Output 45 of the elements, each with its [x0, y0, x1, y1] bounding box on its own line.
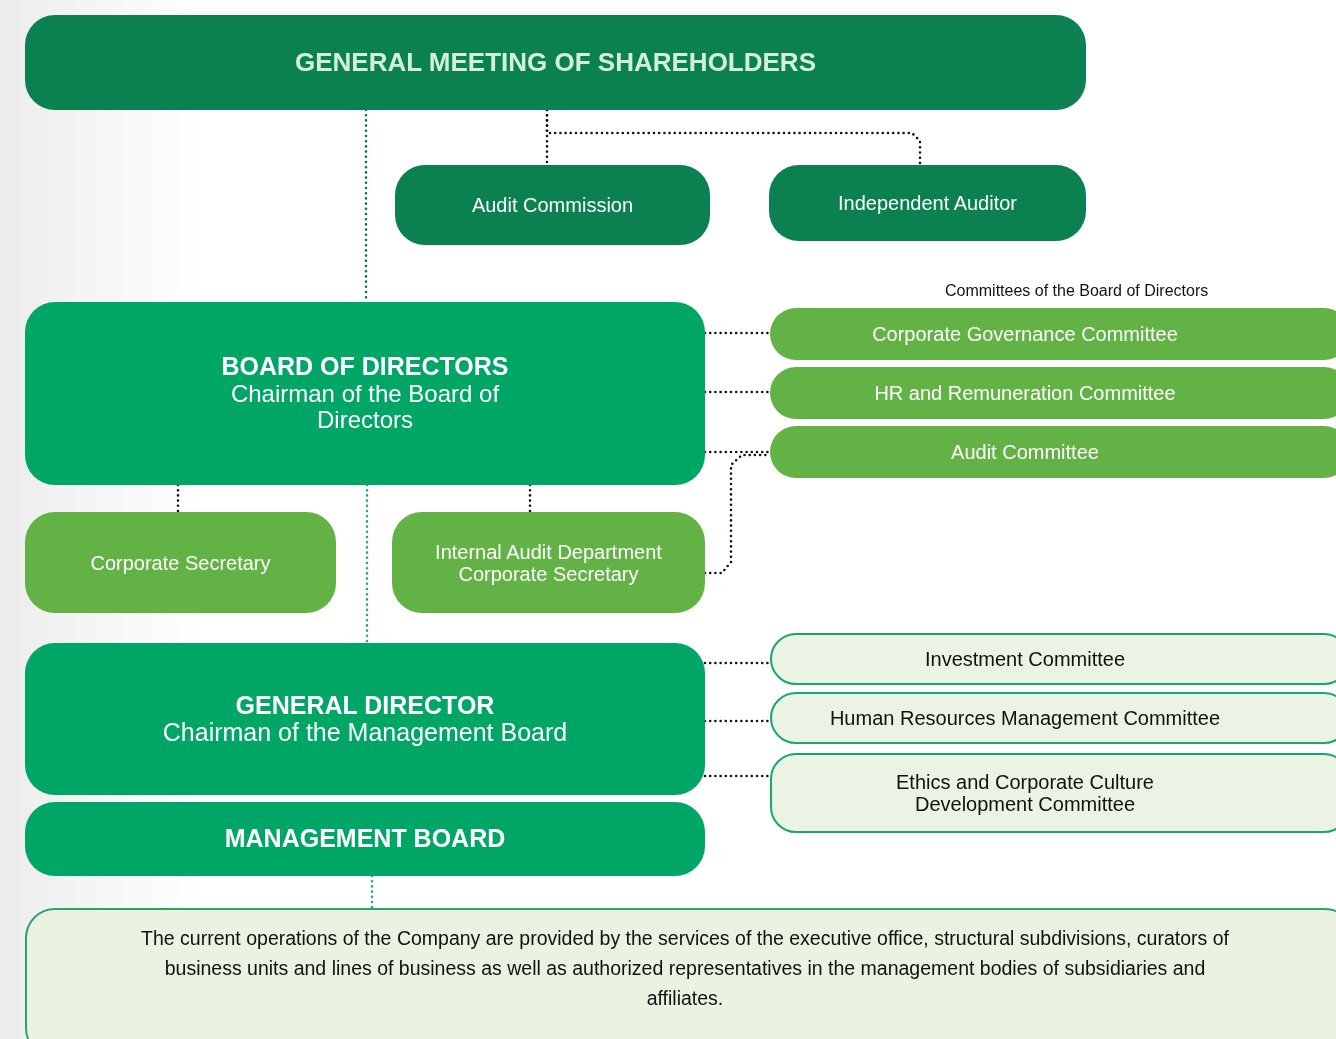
node-text: Human Resources Management Committee — [829, 707, 1221, 729]
node-text: Corporate Secretary — [90, 551, 271, 574]
node-text: BOARD OF DIRECTORS — [221, 353, 509, 381]
note-panel — [25, 908, 1336, 1039]
committee-box — [770, 753, 1336, 833]
committee-box — [770, 692, 1336, 744]
node-text: GENERAL DIRECTOR — [235, 691, 495, 719]
connector-line — [545, 108, 922, 167]
connector-line — [703, 331, 772, 335]
department-box — [25, 512, 336, 613]
node-text: Ethics and Corporate Culture Development Committee — [895, 771, 1155, 815]
connector-line — [370, 874, 374, 910]
connector-line — [528, 483, 532, 514]
board-box — [25, 802, 705, 876]
body-box — [769, 165, 1086, 241]
department-box — [392, 512, 705, 613]
node-text: HR and Remuneration Committee — [874, 382, 1176, 404]
node-text: Corporate Secretary — [458, 562, 639, 585]
connector-line — [703, 719, 772, 723]
executive-box — [25, 643, 705, 795]
section-heading: Committees of the Board of Directors — [945, 282, 1209, 300]
connector-line — [703, 661, 772, 665]
governing-body-box — [25, 15, 1086, 110]
node-text: Internal Audit Department — [435, 540, 662, 563]
node-text: MANAGEMENT BOARD — [224, 825, 506, 853]
node-text: Independent Auditor — [837, 192, 1017, 214]
body-box — [395, 165, 710, 245]
committee-box — [770, 367, 1336, 419]
committee-box — [770, 308, 1336, 360]
connector-line — [176, 483, 180, 514]
committee-box — [770, 426, 1336, 478]
connector-line — [365, 483, 369, 645]
node-text: Chairman of the Board of Directors — [229, 380, 501, 434]
node-text: Audit Committee — [951, 441, 1099, 463]
node-text: Corporate Governance Committee — [872, 323, 1178, 345]
connector-line — [703, 390, 772, 394]
node-text: Investment Committee — [924, 648, 1126, 670]
connector-line — [703, 450, 772, 454]
node-text: Audit Commission — [471, 194, 634, 216]
connector-line — [703, 774, 772, 778]
node-text: GENERAL MEETING OF SHAREHOLDERS — [295, 48, 816, 77]
board-box — [25, 302, 705, 485]
committee-box — [770, 633, 1336, 685]
node-text: Chairman of the Management Board — [162, 719, 568, 747]
node-text: The current operations of the Company are provided by the services of the executive office, structural subdivisions, curators of business units and lines of business as well as authorized representatives in the management bodies of subsidiaries and affiliates. — [140, 925, 1230, 1012]
